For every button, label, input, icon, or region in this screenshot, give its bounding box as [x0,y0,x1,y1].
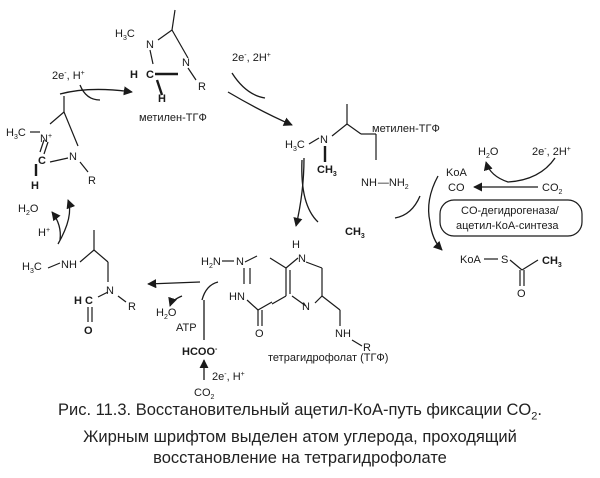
acetyl-coa-structure: KoA S O CH3 [460,254,562,300]
co2-right: CO2 [542,182,563,196]
methenyl-thf-structure: H3C N+ C H N R [6,96,96,192]
cyclization-arrow [57,199,76,245]
hn-ring: HN [229,291,245,303]
electrons-protons-label: 2e-, H+ [212,371,245,383]
formyl-transfer-arrow [147,279,201,289]
thf-label: тетрагидрофолат (ТГФ) [268,352,388,364]
thf-structure: H2N N HN O H N N NH R тетрагидрофолат (Т… [201,239,388,364]
h-atom-bold: H [31,180,39,192]
h3c-label: H3C [285,139,305,153]
methyl-thf-structure: H3C N CH3 NH—NH2 метилен-ТГФ [285,104,440,191]
methylene-thf-label: метилен-ТГФ [139,112,207,124]
cofactor-curve [79,84,101,101]
c-atom-bold: C [146,69,154,81]
water-release-left [51,211,61,241]
o-atom: O [517,288,526,300]
ch3-bold: CH3 [542,255,562,269]
electrons-protons-label: 2e-, 2H+ [532,146,571,158]
s-atom: S [501,254,508,266]
r-group: R [198,81,206,93]
enzyme-line1: CO-дегидрогеназа/ [461,205,560,217]
nh-ring: H [292,239,300,251]
r-group: R [88,175,96,187]
co-label: CO [448,182,465,194]
ch3-bold: CH3 [345,226,365,240]
h2n-label: H2N [201,256,221,270]
proton-left: H+ [38,227,50,239]
formate-label: HCOO- [182,346,218,358]
formyl-intermediate-structure: H3C NH N H C O R [22,230,136,337]
water-release-arrow [483,157,556,183]
thf-release-arrow [293,157,305,227]
h3c-label: H3C [115,28,135,42]
water-right: H2O [478,146,499,160]
electrons-protons-label: 2e-, 2H+ [232,52,271,64]
nh-side: NH [335,328,351,340]
n-atom: N [298,253,306,265]
n-atom: N [236,256,244,268]
h-atom-bold: H [158,93,166,105]
nh-label: NH [61,259,77,271]
r-group: R [363,342,371,354]
ch3-bold: CH3 [317,164,337,178]
h-atom-bold: H [130,69,138,81]
caption-line-2: Жирным шрифтом выделен атом углерода, пр… [83,428,517,447]
methyl-transfer-curve [301,159,319,223]
water-out-arrow [168,295,183,307]
co2-bottom: CO2 [194,387,215,400]
methylene-thf-label: метилен-ТГФ [372,123,440,135]
methylene-thf-structure: H3C N H C N H R метилен-ТГФ [115,9,207,124]
r-group: R [128,301,136,313]
n-plus-atom: N+ [40,133,52,145]
c-atom-bold: C [85,295,93,307]
koa-label: KoA [460,254,481,266]
caption-line-1: Рис. 11.3. Восстановительный ацетил-КоА-… [58,401,542,423]
reaction-scheme: H3C N H C N H R метилен-ТГФ 2e-, 2H+ H3C… [6,9,583,400]
n-atom: N [320,134,328,146]
caption-line-3: восстановление на тетрагидрофолате [153,449,447,468]
n-atom: N [182,57,190,69]
h3c-label: H3C [6,127,26,141]
water-left: H2O [18,203,39,217]
n-atom: N [302,301,310,313]
n-atom: N [69,151,77,163]
enzyme-box [439,199,583,237]
h-atom-bold: H [74,295,82,307]
reduction-arrow [227,91,293,126]
koa-label: KoA [446,167,467,179]
acetyl-formation-arrow [427,175,443,251]
n-atom: N [106,285,114,297]
h3c-label: H3C [22,261,42,275]
enzyme-line2: ацетил-КоА-синтеза [456,220,559,232]
activation-curve [201,281,219,301]
o-atom-bold: O [84,325,93,337]
nh-nh2-label: NH—NH2 [361,177,409,191]
atp-label: ATP [176,322,197,334]
water-bottom: H2O [156,307,177,321]
reduction-arrow-left [59,86,133,96]
methyl-to-enzyme-line [394,195,421,219]
cofactor-curve [231,72,266,99]
c-atom-bold: C [38,155,46,167]
electrons-protons-label: 2e-, H+ [52,70,85,82]
n-atom: N [146,39,154,51]
o-atom: O [255,328,264,340]
figure-caption: Рис. 11.3. Восстановительный ацетил-КоА-… [0,400,600,469]
